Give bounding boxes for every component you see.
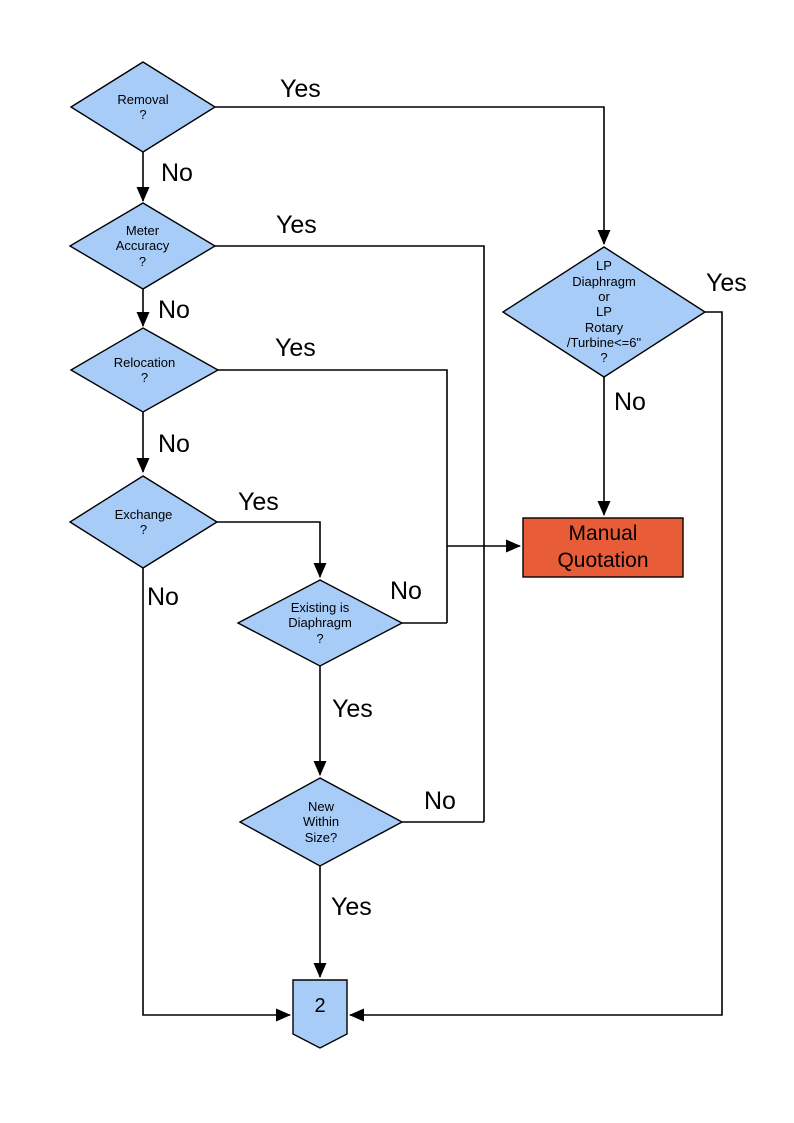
- edge-meter-accuracy-yes: [215, 245, 485, 822]
- decision-meter-accuracy: [68, 202, 217, 290]
- decision-existing-diaphragm: [236, 579, 404, 667]
- edge-lp-yes: [349, 311, 723, 1022]
- decision-exchange: [68, 475, 219, 569]
- decision-lp-meter: [501, 246, 707, 378]
- decision-relocation: [69, 327, 220, 413]
- decision-removal: [69, 61, 217, 153]
- edge-exchange-yes: [217, 521, 327, 578]
- edge-exchange-no: [142, 568, 291, 1022]
- offpage-connector-2: [292, 979, 348, 1049]
- process-manual-quotation: [522, 517, 684, 578]
- decision-new-within-size: [238, 777, 404, 867]
- edge-relocation-yes: [218, 369, 448, 623]
- edge-removal-yes: [215, 106, 611, 245]
